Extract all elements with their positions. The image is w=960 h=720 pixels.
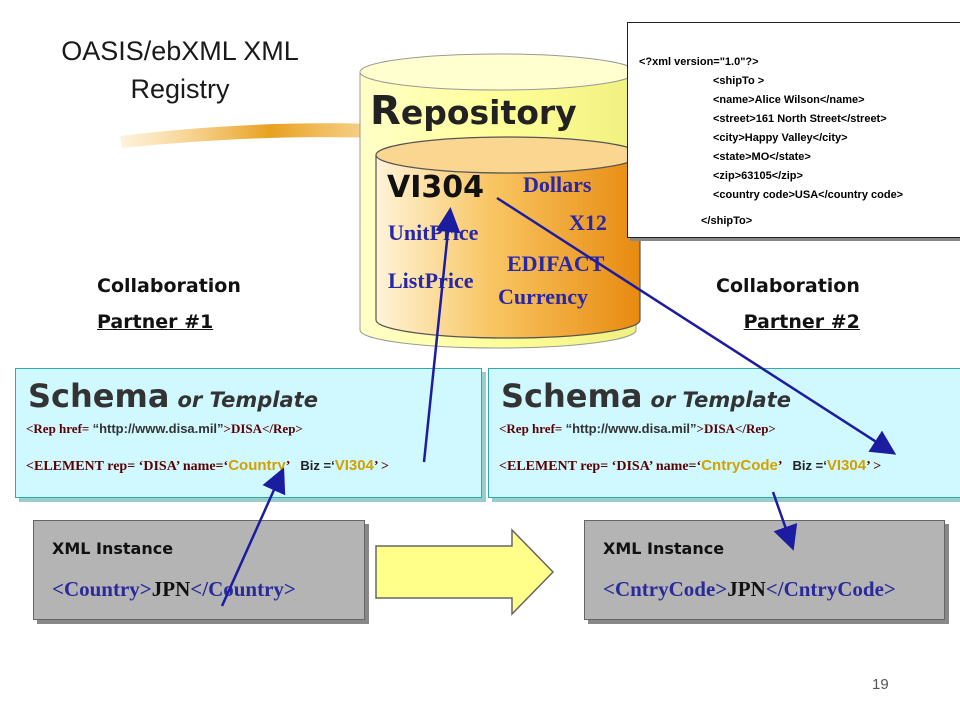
element-name-close: ’ [285,459,291,474]
rep-close: >DISA</Rep> [696,421,776,436]
rep-url: “http://www.disa.mil” [565,421,697,436]
xml-line: <street>161 North Street</street> [713,113,887,125]
instance-value: JPN [151,577,191,601]
biz-label: Biz =‘ [300,458,335,473]
schema-title-text: Schema [501,377,643,415]
element-name: CntryCode [701,457,778,474]
repository-title-rest: epository [400,93,577,132]
xml-line: <country code>USA</country code> [713,189,904,201]
xml-instance-card-partner-1: XML Instance <Country>JPN</Country> [33,520,365,620]
page-number: 19 [872,676,889,693]
term-currency: Currency [498,284,589,309]
element-line: <ELEMENT rep= ‘DISA’ name=‘Country’ Biz =… [26,457,389,475]
term-edifact: EDIFACT [507,251,605,276]
xml-line: <zip>63105</zip> [713,170,803,182]
title-line-2: Registry [130,74,230,104]
partner-2-line-1: Collaboration [716,275,860,297]
partner-2-line-2: Partner #2 [743,311,860,333]
element-name-close: ’ [777,459,783,474]
partner-1-line-1: Collaboration [97,275,241,297]
schema-subtitle: or Template [177,388,318,412]
xml-document-box: <?xml version="1.0"?> <shipTo > <name>Al… [627,22,960,238]
element-mid: ’ name=‘ [175,459,229,474]
element-open: <ELEMENT rep= ‘ [26,459,144,474]
xml-line: </shipTo> [701,215,753,227]
partner-2-label: Collaboration Partner #2 [716,268,860,340]
term-x12: X12 [569,210,607,235]
instance-title: XML Instance [603,539,725,558]
instance-close-tag: </Country> [190,577,296,601]
repository-title-initial: R [370,88,401,134]
repository-code: VI304 [387,170,485,205]
biz-close: ’ > [866,459,882,474]
element-name: Country [228,457,286,474]
schema-title: Schema or Template [501,377,791,415]
element-open: <ELEMENT rep= ‘ [499,459,617,474]
term-listprice: ListPrice [388,268,474,293]
schema-card-partner-1: Schema or Template <Rep href= “http://www… [15,368,482,498]
rep-line: <Rep href= “http://www.disa.mil”>DISA</R… [499,421,776,437]
instance-open-tag: <CntryCode> [603,577,728,601]
xml-line: <?xml version="1.0"?> [639,56,759,68]
transfer-arrow [375,528,555,616]
schema-title: Schema or Template [28,377,318,415]
instance-value-line: <Country>JPN</Country> [52,577,296,602]
instance-value: JPN [727,577,766,601]
repository-title: Repository [370,88,577,134]
slide-title: OASIS/ebXML XML Registry [30,32,330,108]
xml-line: <shipTo > [713,75,765,87]
instance-value-line: <CntryCode>JPN</CntryCode> [603,577,896,602]
rep-close: >DISA</Rep> [223,421,303,436]
rep-url: “http://www.disa.mil” [92,421,224,436]
biz-value: VI304 [826,457,867,474]
schema-card-partner-2: Schema or Template <Rep href= “http://www… [488,368,960,498]
xml-line: <name>Alice Wilson</name> [713,94,865,106]
biz-value: VI304 [334,457,374,474]
xml-line: <city>Happy Valley</city> [713,132,848,144]
rep-open: <Rep href= [499,421,563,436]
title-line-1: OASIS/ebXML XML [61,36,299,66]
xml-line: <state>MO</state> [713,151,811,163]
element-rep: DISA [143,459,176,474]
element-line: <ELEMENT rep= ‘DISA’ name=‘CntryCode’ Biz… [499,457,881,475]
schema-title-text: Schema [28,377,170,415]
biz-close: ’ > [373,459,390,474]
rep-line: <Rep href= “http://www.disa.mil”>DISA</R… [26,421,303,437]
instance-open-tag: <Country> [52,577,152,601]
instance-title: XML Instance [52,539,174,558]
element-rep: DISA [616,459,649,474]
partner-1-label: Collaboration Partner #1 [97,268,241,340]
partner-1-line-2: Partner #1 [97,311,214,333]
element-mid: ’ name=‘ [648,459,702,474]
biz-label: Biz =‘ [792,458,827,473]
schema-subtitle: or Template [650,388,791,412]
term-unitprice: UnitPrice [388,220,479,245]
xml-instance-card-partner-2: XML Instance <CntryCode>JPN</CntryCode> [584,520,945,620]
instance-close-tag: </CntryCode> [765,577,896,601]
brush-stroke-decoration [120,123,420,148]
rep-open: <Rep href= [26,421,90,436]
term-dollars: Dollars [523,172,592,197]
